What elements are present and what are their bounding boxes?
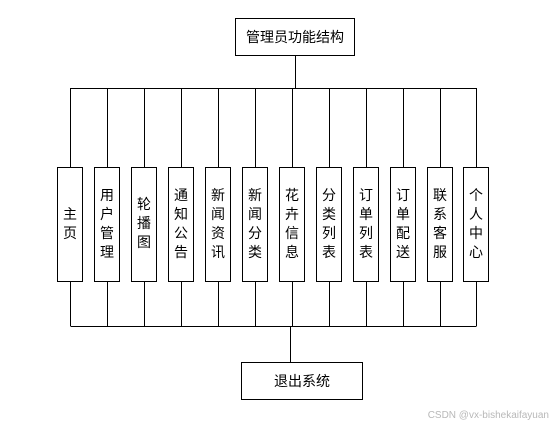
module-node: 个人中心	[463, 167, 489, 282]
module-label: 用户管理	[100, 187, 114, 261]
module-label: 订单列表	[359, 187, 373, 261]
module-node: 通知公告	[168, 167, 194, 282]
module-label: 通知公告	[174, 187, 188, 261]
exit-node: 退出系统	[241, 362, 363, 400]
module-node: 分类列表	[316, 167, 342, 282]
module-label: 分类列表	[322, 187, 336, 261]
root-label: 管理员功能结构	[246, 30, 344, 46]
module-node: 联系客服	[427, 167, 453, 282]
exit-label: 退出系统	[274, 374, 330, 390]
module-node: 订单配送	[390, 167, 416, 282]
module-label: 主页	[63, 206, 77, 242]
module-label: 轮播图	[137, 197, 151, 251]
module-node: 新闻资讯	[205, 167, 231, 282]
root-node: 管理员功能结构	[235, 18, 355, 56]
module-node: 花卉信息	[279, 167, 305, 282]
module-label: 新闻分类	[248, 187, 262, 261]
module-label: 联系客服	[433, 187, 447, 261]
module-label: 个人中心	[469, 187, 483, 261]
module-label: 订单配送	[396, 187, 410, 261]
module-node: 订单列表	[353, 167, 379, 282]
module-node: 用户管理	[94, 167, 120, 282]
module-node: 主页	[57, 167, 83, 282]
module-node: 新闻分类	[242, 167, 268, 282]
module-node: 轮播图	[131, 167, 157, 282]
module-label: 花卉信息	[285, 187, 299, 261]
watermark: CSDN @vx-bishekaifayuan	[427, 410, 549, 421]
module-label: 新闻资讯	[211, 187, 225, 261]
